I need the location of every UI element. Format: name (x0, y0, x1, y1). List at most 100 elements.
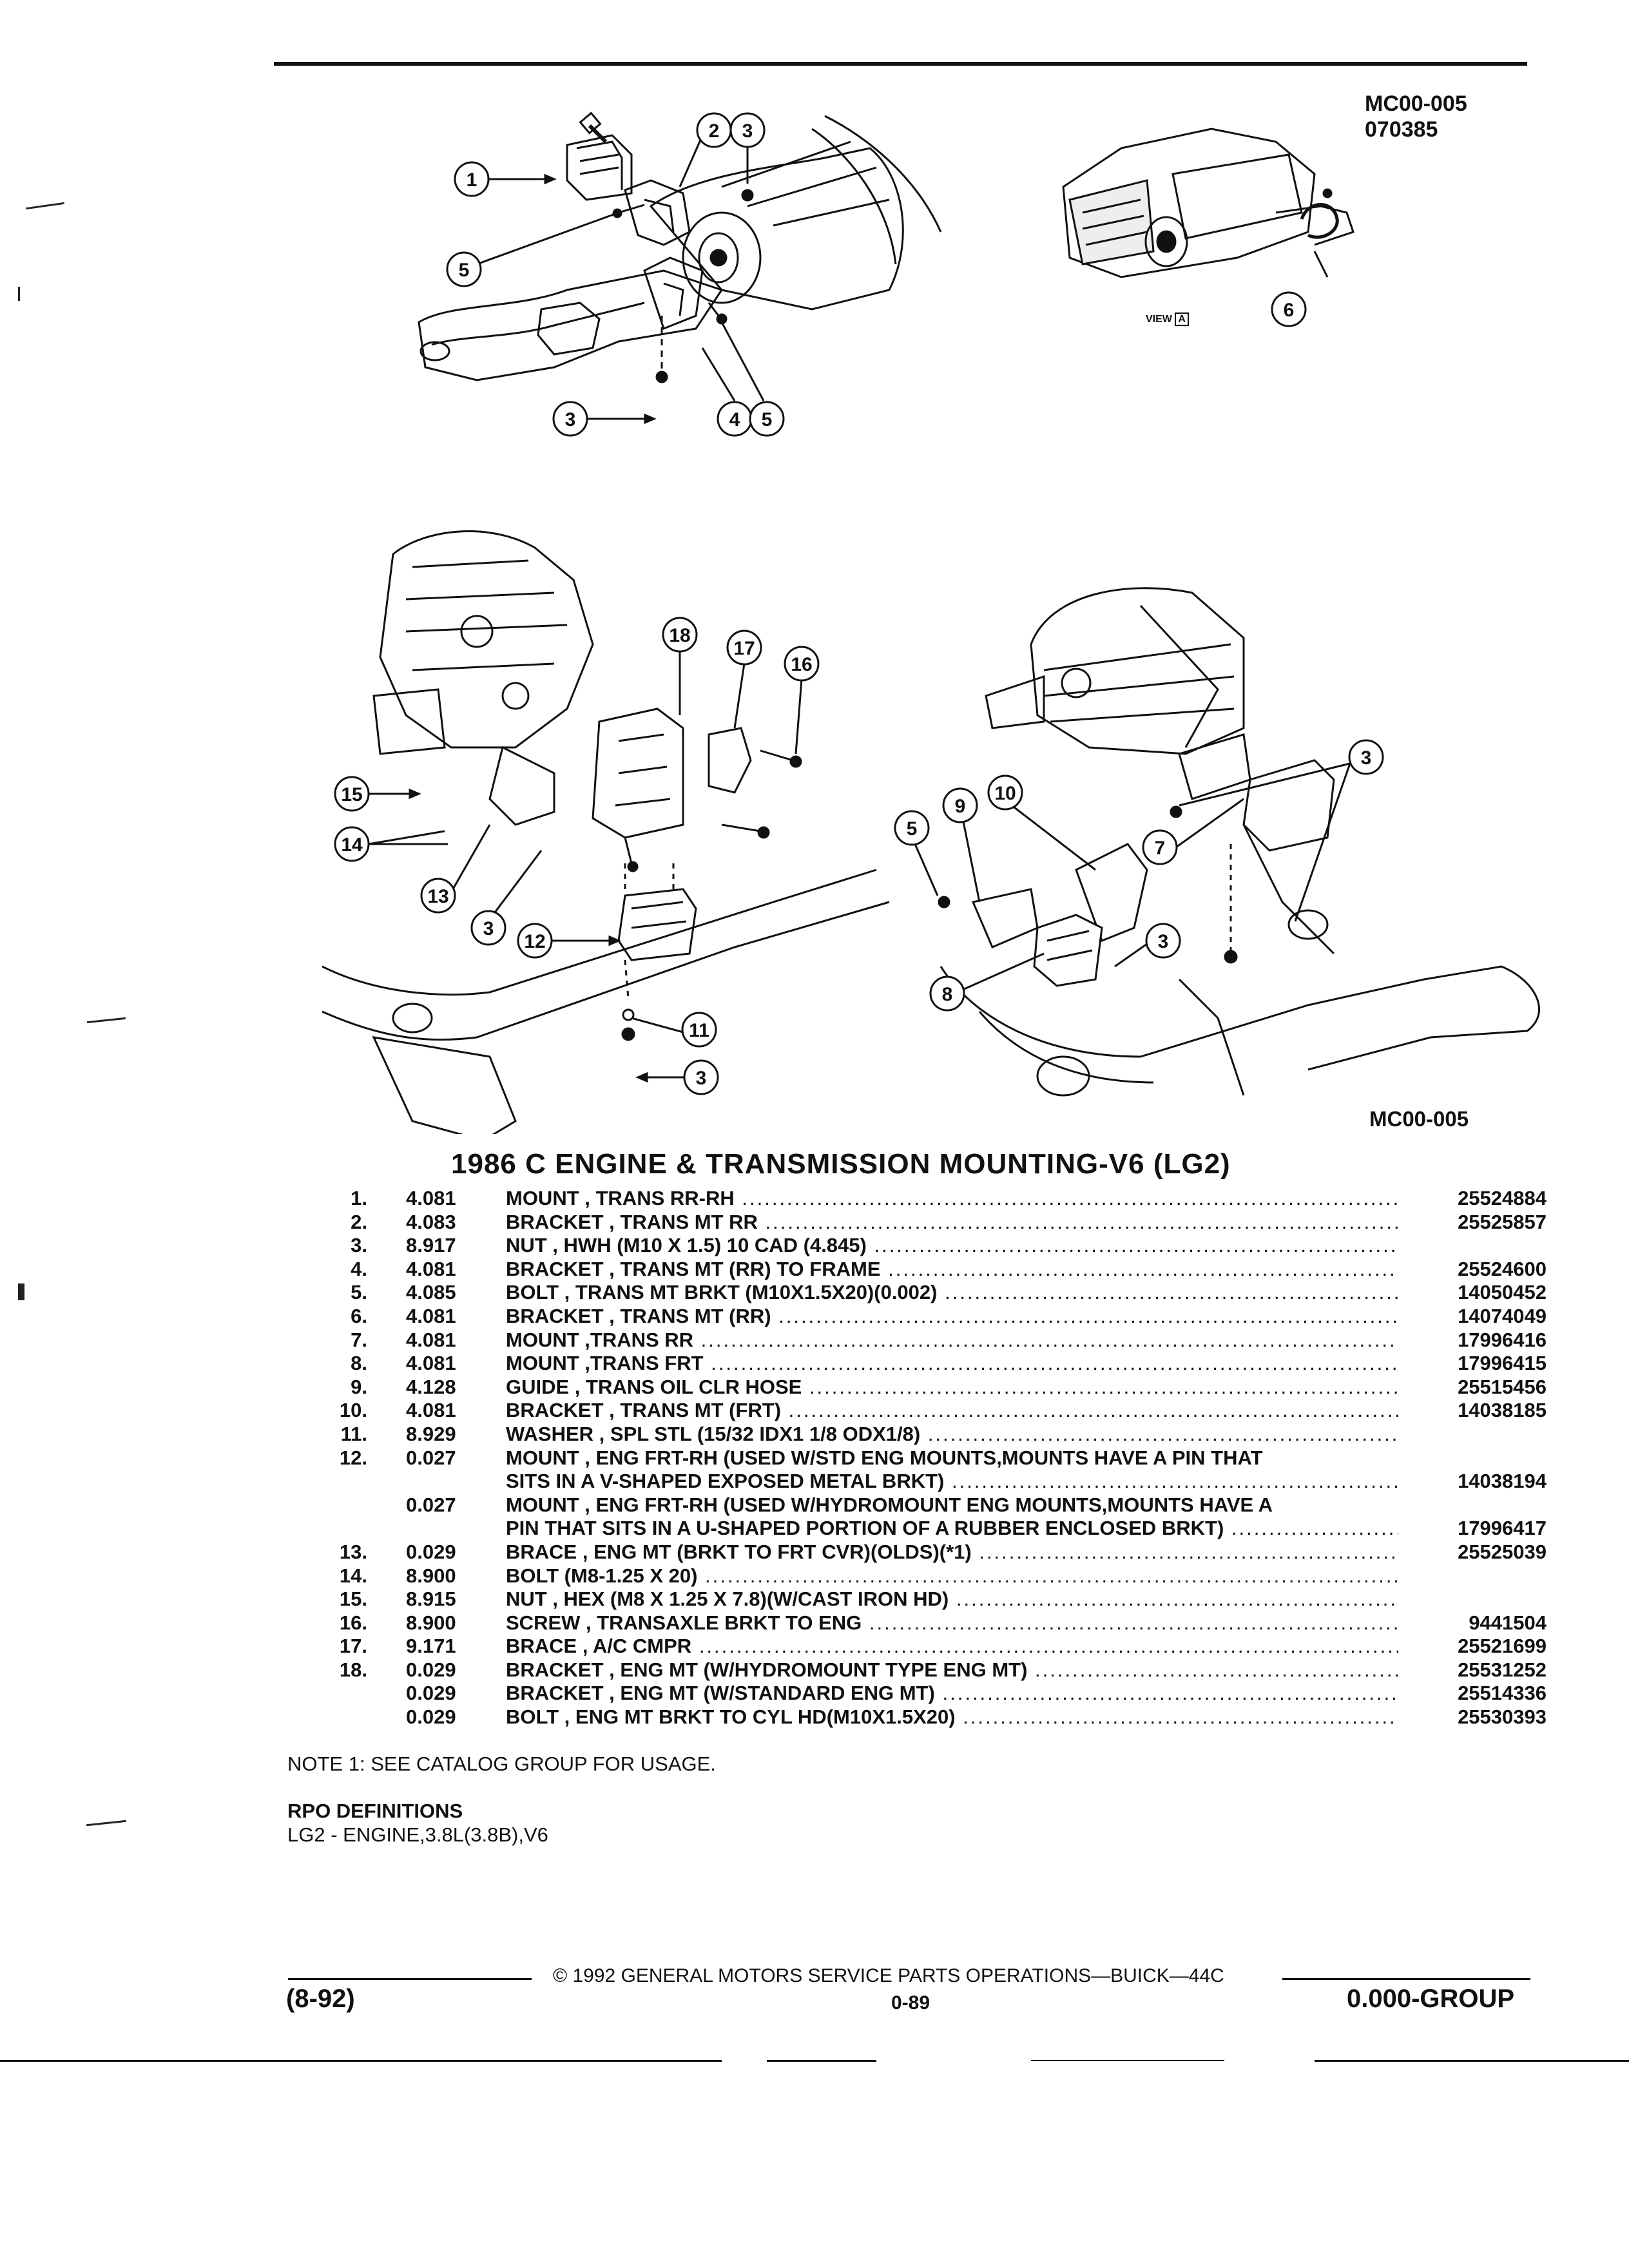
callout-13: 13 (427, 886, 448, 907)
part-row: 3. 8.917 NUT , HWH (M10 X 1.5) 10 CAD (4.8… (284, 1234, 1547, 1258)
part-description: BRACKET , ENG MT (W/STANDARD ENG MT) (506, 1682, 1398, 1706)
part-group-code: 9.171 (406, 1635, 456, 1658)
footer-date-code: (8-92) (286, 1984, 355, 2013)
part-group-code: 4.085 (406, 1281, 456, 1304)
part-group-code: 0.029 (406, 1540, 456, 1563)
callouts-top-left: 1 2 3 5 3 4 5 (361, 97, 967, 445)
callout-12: 12 (524, 931, 545, 952)
part-number-index: 7. (351, 1328, 367, 1351)
part-number: 25515456 (1458, 1375, 1547, 1398)
part-description: SCREW , TRANSAXLE BRKT TO ENG (506, 1611, 1398, 1635)
part-group-code: 0.029 (406, 1706, 456, 1729)
part-number: 17996416 (1458, 1328, 1547, 1351)
callout-8: 8 (942, 984, 953, 1005)
part-number: 25514336 (1458, 1682, 1547, 1705)
footer-page-number: 0-89 (891, 1992, 930, 2013)
margin-mark (86, 1820, 126, 1827)
part-number: 25524884 (1458, 1187, 1547, 1209)
part-group-code: 4.081 (406, 1187, 456, 1209)
part-number-index: 14. (339, 1564, 367, 1587)
margin-mark (18, 1283, 24, 1300)
part-number-index: 18. (339, 1658, 367, 1681)
part-number-index: 2. (351, 1210, 367, 1233)
part-description: WASHER , SPL STL (15/32 IDX1 1/8 ODX1/8) (506, 1423, 1398, 1446)
part-group-code: 0.027 (406, 1493, 456, 1516)
part-description: MOUNT ,TRANS RR (506, 1329, 1398, 1352)
part-number: 25524600 (1458, 1257, 1547, 1280)
part-group-code: 4.081 (406, 1352, 456, 1375)
rpo-definition: LG2 - ENGINE,3.8L(3.8B),V6 (287, 1823, 548, 1846)
callout-4: 4 (729, 409, 740, 430)
view-label-text: VIEW (1146, 314, 1172, 325)
part-description: BRACKET , TRANS MT (FRT) (506, 1399, 1398, 1423)
callout-3c: 3 (483, 918, 494, 939)
diagram-engine-mount (322, 503, 915, 1134)
callout-2: 2 (709, 120, 720, 142)
part-group-code: 4.081 (406, 1304, 456, 1327)
part-description: BRACKET , TRANS MT RR (506, 1211, 1398, 1235)
part-group-code: 4.081 (406, 1399, 456, 1422)
callout-3f: 3 (1158, 931, 1169, 952)
callout-7: 7 (1155, 838, 1166, 859)
part-number-index: 3. (351, 1234, 367, 1257)
part-number: 14038185 (1458, 1399, 1547, 1422)
header-rule (274, 62, 1527, 66)
part-number-index: 6. (351, 1304, 367, 1327)
figure-code-top-sub: 070385 (1365, 117, 1438, 142)
callout-5b: 5 (762, 409, 773, 430)
part-number: 25525857 (1458, 1210, 1547, 1233)
part-number-index: 1. (351, 1187, 367, 1209)
footer-copyright: © 1992 GENERAL MOTORS SERVICE PARTS OPER… (553, 1965, 1224, 1986)
callout-14: 14 (341, 834, 363, 856)
callouts-bottom-right: 10 9 5 7 3 3 8 (883, 567, 1553, 1134)
part-description: PIN THAT SITS IN A U-SHAPED PORTION OF A… (506, 1517, 1398, 1541)
part-description: MOUNT , ENG FRT-RH (USED W/HYDROMOUNT EN… (506, 1493, 1273, 1516)
part-group-code: 0.029 (406, 1658, 456, 1681)
callout-15: 15 (341, 784, 362, 805)
callouts-top-right: 6 (1263, 284, 1315, 335)
callout-3d: 3 (696, 1068, 707, 1089)
part-number-index: 9. (351, 1375, 367, 1398)
part-number: 25530393 (1458, 1706, 1547, 1729)
diagram-rear-trans-mount (361, 97, 967, 445)
bottom-rule-right (1031, 2060, 1224, 2061)
part-number: 25521699 (1458, 1635, 1547, 1658)
part-number-index: 16. (339, 1611, 367, 1634)
part-number-index: 8. (351, 1352, 367, 1375)
part-number: 9441504 (1469, 1611, 1547, 1634)
callout-18: 18 (669, 625, 690, 646)
part-row: SITS IN A V-SHAPED EXPOSED METAL BRKT)14… (284, 1470, 1547, 1494)
diagram-transaxle-mount (883, 567, 1553, 1134)
footer-rule-right (1282, 1978, 1530, 1980)
part-description: BOLT , TRANS MT BRKT (M10X1.5X20)(0.002) (506, 1281, 1398, 1305)
part-group-code: 0.027 (406, 1446, 456, 1469)
part-group-code: 8.900 (406, 1564, 456, 1587)
part-group-code: 4.081 (406, 1257, 456, 1280)
bottom-rule-mid (767, 2060, 876, 2062)
view-letter-box: A (1175, 312, 1189, 326)
part-description: BRACKET , TRANS MT (RR) TO FRAME (506, 1258, 1398, 1282)
figure-code-top: MC00-005 (1365, 91, 1467, 116)
bottom-rule (0, 2060, 722, 2062)
part-group-code: 4.083 (406, 1210, 456, 1233)
part-number-index: 17. (339, 1635, 367, 1658)
part-description: NUT , HWH (M10 X 1.5) 10 CAD (4.845) (506, 1234, 1398, 1258)
part-number-index: 11. (340, 1422, 367, 1445)
part-group-code: 8.915 (406, 1588, 456, 1611)
part-number: 14074049 (1458, 1304, 1547, 1327)
footer-rule-left (288, 1978, 532, 1980)
part-group-code: 8.917 (406, 1234, 456, 1257)
part-description: MOUNT , TRANS RR-RH (506, 1187, 1398, 1211)
part-number: 17996417 (1458, 1517, 1547, 1540)
